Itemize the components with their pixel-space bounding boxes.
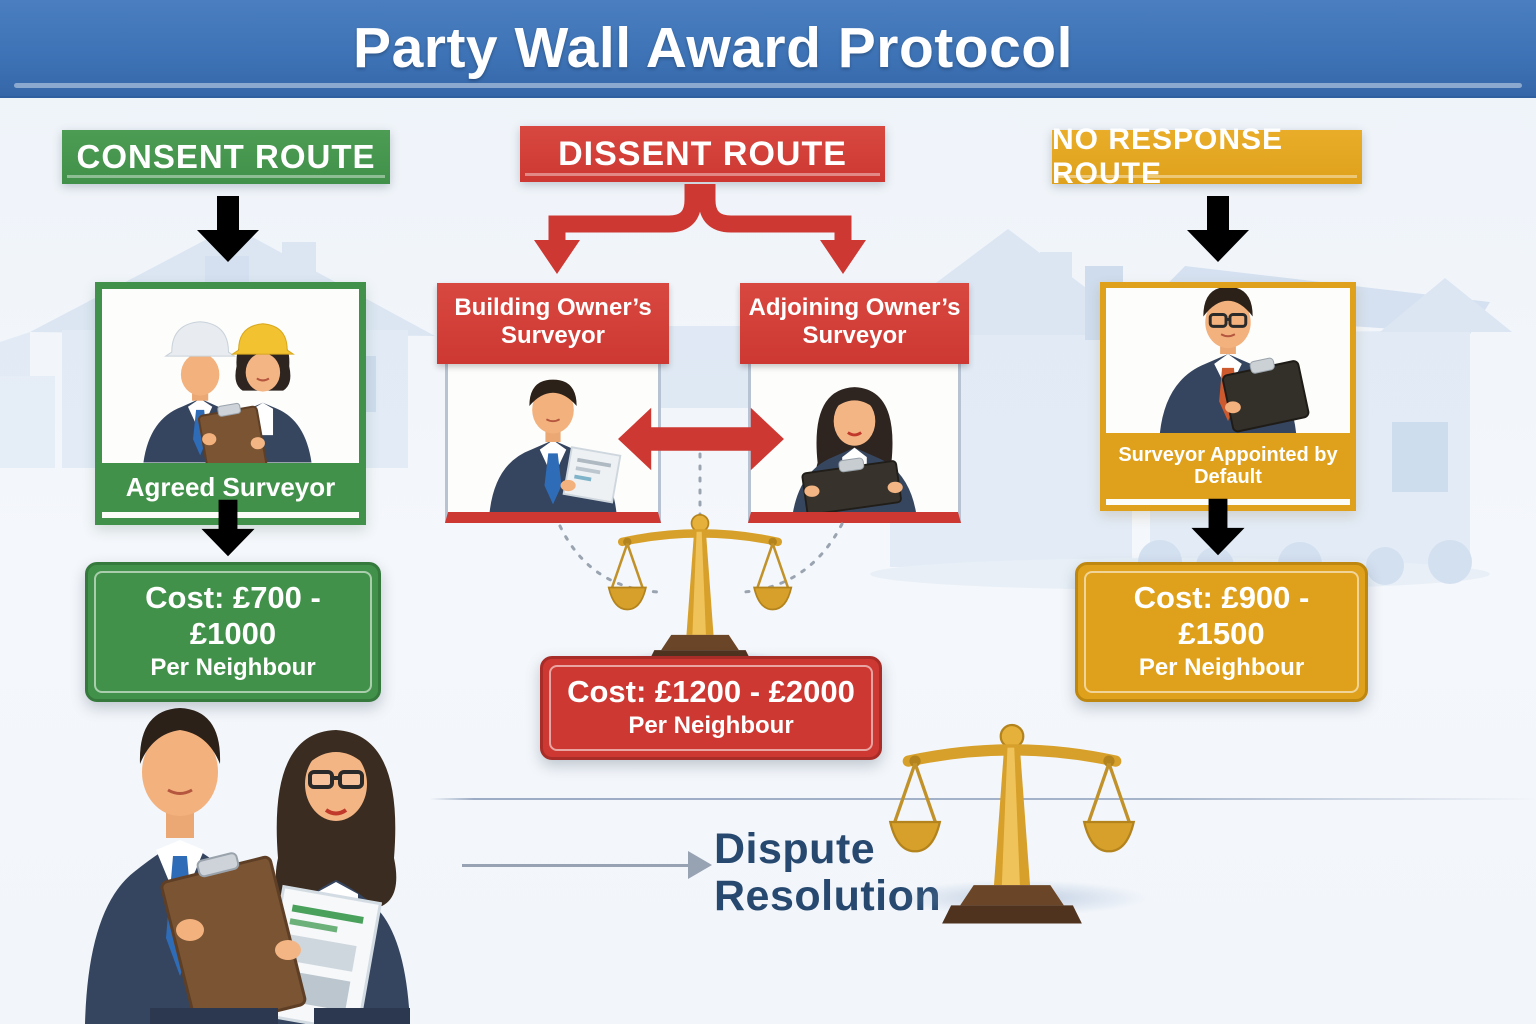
building-owners-surveyor-label: Building Owner’s Surveyor [437,283,669,364]
dissent-cost-box: Cost: £1200 - £2000 Per Neighbour [540,656,882,760]
default-surveyor-illustration [1106,288,1350,433]
consent-down-arrow-2-icon [198,498,258,558]
dissent-branch-arrows-icon [534,184,866,274]
adjoining-owners-surveyor-card: Adjoining Owner’s Surveyor [740,283,969,523]
owners-reviewing-documents-illustration [85,708,410,1024]
footer-divider-line [430,798,1536,800]
no-response-cost-box: Cost: £900 - £1500 Per Neighbour [1075,562,1368,702]
consent-route-header: CONSENT ROUTE [62,130,390,184]
consent-route-label: CONSENT ROUTE [76,138,376,175]
no-response-down-arrow-2-icon [1188,496,1248,558]
default-surveyor-label: Surveyor Appointed by Default [1106,433,1350,499]
no-response-cost-range: Cost: £900 - £1500 [1133,580,1310,651]
no-response-route-label: NO RESPONSE ROUTE [1052,123,1284,190]
consent-cost-box: Cost: £700 - £1000 Per Neighbour [85,562,381,702]
adjoining-owners-surveyor-label: Adjoining Owner’s Surveyor [740,283,969,364]
no-response-cost-unit: Per Neighbour [1138,654,1305,681]
consent-down-arrow-icon [193,194,263,264]
consent-cost-range: Cost: £700 - £1000 [145,580,321,651]
agreed-surveyor-illustration [102,289,359,464]
dispute-scales-of-justice-icon [888,716,1136,928]
dissent-route-label: DISSENT ROUTE [558,134,847,173]
page-title: Party Wall Award Protocol [353,16,1073,80]
dissent-cost-unit: Per Neighbour [628,712,794,739]
title-bar: Party Wall Award Protocol [0,0,1536,98]
dispute-double-arrow-icon [618,407,784,471]
dispute-arrow-icon [688,851,712,879]
default-surveyor-card: Surveyor Appointed by Default [1100,282,1356,511]
consent-cost-unit: Per Neighbour [150,654,316,681]
dissent-route-header: DISSENT ROUTE [520,126,885,182]
no-response-down-arrow-icon [1183,194,1253,264]
agreed-surveyor-card: Agreed Surveyor [95,282,366,525]
no-response-route-header: NO RESPONSE ROUTE [1052,123,1362,190]
adjoining-owners-surveyor-illustration [751,363,958,512]
dissent-cost-range: Cost: £1200 - £2000 [567,674,855,709]
dispute-resolution-label: Dispute Resolution [714,825,942,921]
scales-of-justice-icon [607,508,793,667]
dispute-arrow-line [462,864,688,867]
